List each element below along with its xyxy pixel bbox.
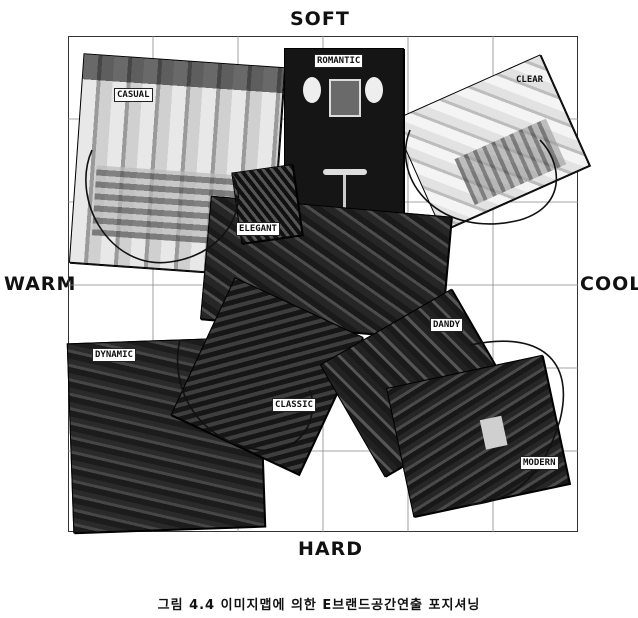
label-classic: CLASSIC — [272, 398, 316, 412]
label-romantic: ROMANTIC — [314, 54, 364, 68]
axis-label-warm: WARM — [4, 273, 77, 295]
label-modern: MODERN — [520, 456, 559, 470]
photo-romantic — [284, 48, 404, 226]
axis-label-hard: HARD — [298, 538, 364, 560]
label-dandy: DANDY — [430, 318, 464, 332]
axis-label-soft: SOFT — [290, 8, 350, 30]
label-clear: CLEAR — [516, 75, 544, 85]
label-casual: CASUAL — [114, 88, 153, 102]
axis-label-cool: COOL — [580, 273, 638, 295]
label-dynamic: DYNAMIC — [92, 348, 136, 362]
label-elegant: ELEGANT — [236, 222, 280, 236]
figure-caption: 그림 4.4 이미지맵에 의한 E브랜드공간연출 포지셔닝 — [157, 598, 481, 613]
